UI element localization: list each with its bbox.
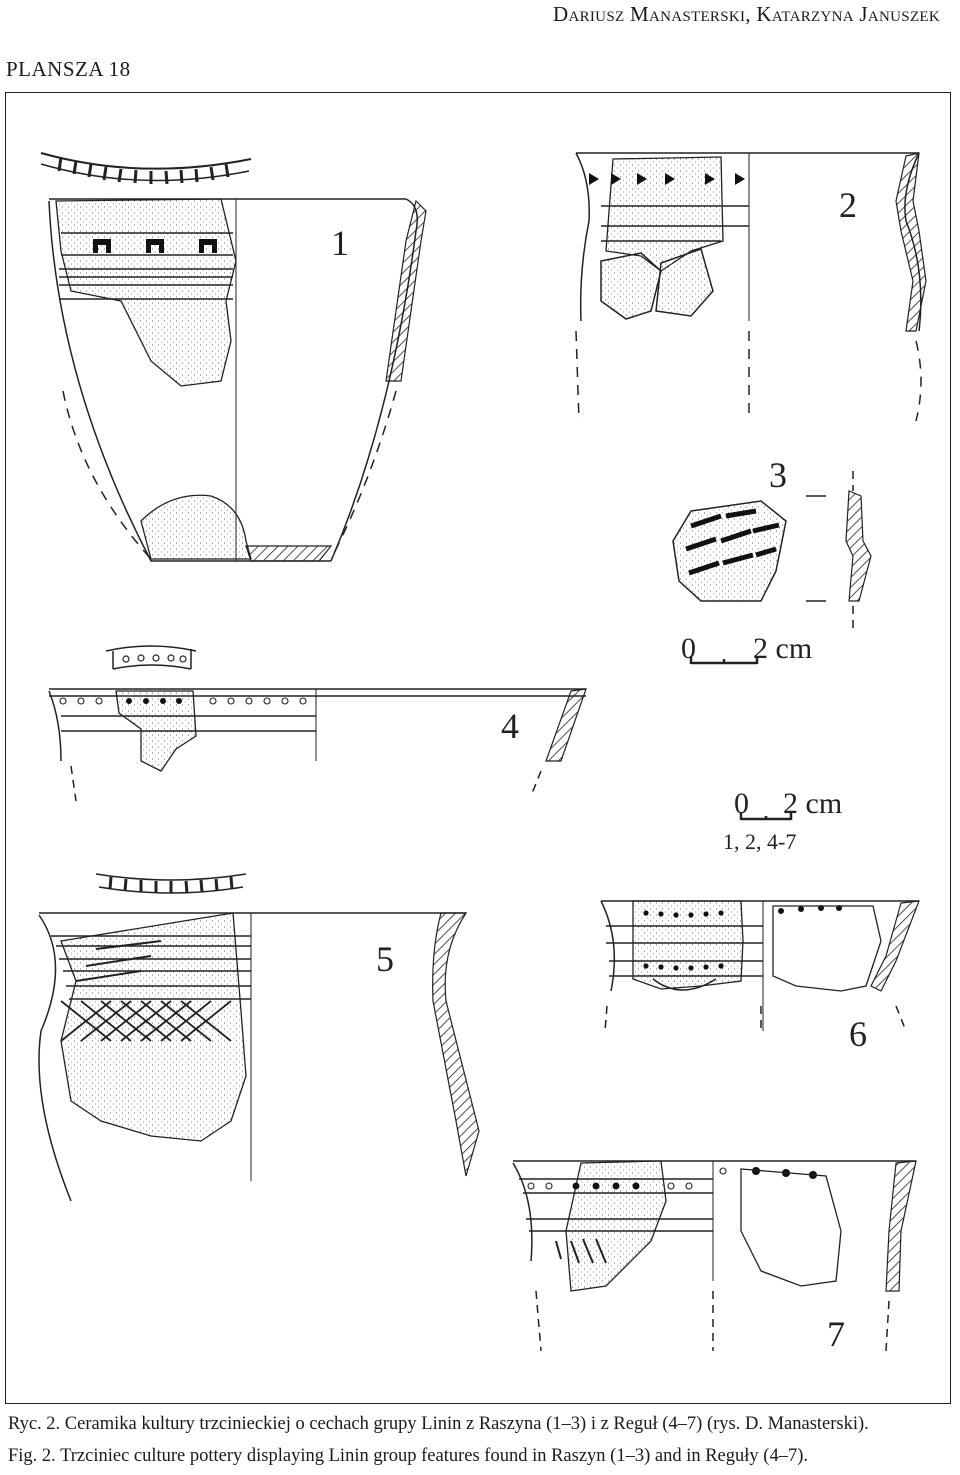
sherd-3-drawing <box>672 471 872 631</box>
vessel-6-drawing <box>600 900 920 1032</box>
plate-frame: 1 2 3 4 5 6 7 0 2 cm 0 2 cm 1, 2, 4-7 <box>5 92 951 1404</box>
figure-label-1: 1 <box>331 223 349 263</box>
figure-label-6: 6 <box>849 1014 867 1054</box>
scale-bar-b-applies-to: 1, 2, 4-7 <box>723 829 796 854</box>
vessel-7-drawing <box>512 1160 917 1352</box>
figure-label-3: 3 <box>769 455 787 495</box>
vessel-1-drawing <box>40 152 427 562</box>
caption-polish: Ryc. 2. Ceramika kultury trzcinieckiej o… <box>8 1414 869 1434</box>
figure-label-5: 5 <box>376 939 394 979</box>
scale-bar-b-zero: 0 <box>734 787 749 820</box>
pottery-drawings: 1 2 3 4 5 6 7 0 2 cm 0 2 cm 1, 2, 4-7 <box>38 152 927 1354</box>
scale-bar-a: 0 2 cm <box>681 632 812 665</box>
running-header: Dariusz Manasterski, Katarzyna Januszek <box>552 2 940 26</box>
figure-label-2: 2 <box>839 185 857 225</box>
scale-bar-a-zero: 0 <box>681 632 696 665</box>
vessel-5-drawing <box>38 873 480 1202</box>
vessel-4-drawing <box>48 645 587 802</box>
vessel-2-drawing <box>575 152 927 422</box>
caption-english: Fig. 2. Trzciniec culture pottery displa… <box>8 1446 808 1466</box>
scale-bar-a-value: 2 cm <box>753 632 812 665</box>
scale-bar-b: 0 2 cm 1, 2, 4-7 <box>723 787 842 854</box>
figure-label-7: 7 <box>827 1314 845 1354</box>
figure-label-4: 4 <box>501 706 519 746</box>
plate-title: PLANSZA 18 <box>6 57 131 81</box>
scale-bar-b-value: 2 cm <box>783 787 842 820</box>
